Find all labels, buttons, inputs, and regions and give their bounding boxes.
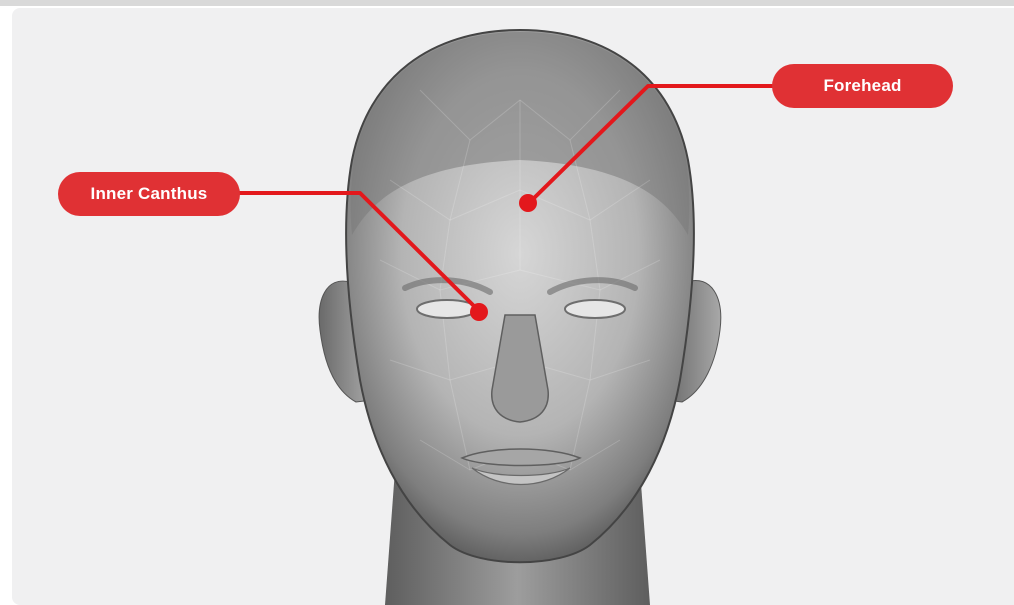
inner-canthus-label: Inner Canthus xyxy=(58,172,240,216)
forehead-marker xyxy=(519,194,537,212)
forehead-label: Forehead xyxy=(772,64,953,108)
inner-canthus-marker xyxy=(470,303,488,321)
eye-right xyxy=(565,300,625,318)
